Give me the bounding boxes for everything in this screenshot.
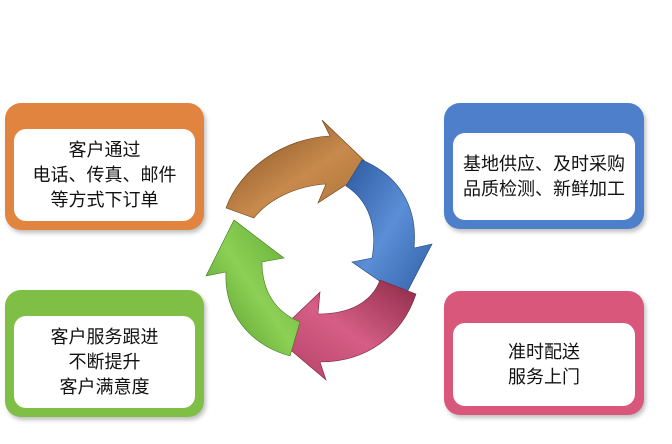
- card-service-line-2: 不断提升: [68, 351, 141, 373]
- card-order: 客户通过 电话、传真、邮件 等方式下订单: [5, 103, 204, 230]
- arrow-service-to-order: [205, 219, 301, 357]
- card-supply: 基地供应、及时采购 品质检测、新鲜加工: [444, 103, 644, 229]
- card-service-text: 客户服务跟进 不断提升 客户满意度: [14, 316, 195, 408]
- card-service-line-3: 客户满意度: [59, 376, 150, 398]
- card-delivery-line-2: 服务上门: [508, 366, 580, 388]
- card-order-text: 客户通过 电话、传真、邮件 等方式下订单: [14, 129, 195, 221]
- card-supply-line-1: 基地供应、及时采购: [463, 153, 625, 175]
- card-supply-line-2: 品质检测、新鲜加工: [463, 178, 625, 200]
- card-delivery-text: 准时配送 服务上门: [453, 323, 635, 406]
- card-service-line-1: 客户服务跟进: [50, 326, 159, 348]
- card-order-line-2: 电话、传真、邮件: [32, 164, 177, 186]
- card-service: 客户服务跟进 不断提升 客户满意度: [5, 290, 204, 417]
- arrow-supply-to-delivery: [345, 159, 433, 299]
- card-order-line-1: 客户通过: [68, 139, 141, 161]
- arrow-delivery-to-service: [273, 279, 417, 381]
- card-supply-text: 基地供应、及时采购 品质检测、新鲜加工: [453, 133, 635, 220]
- card-delivery: 准时配送 服务上门: [444, 291, 644, 415]
- card-delivery-line-1: 准时配送: [508, 341, 580, 363]
- arrow-order-to-supply: [225, 119, 373, 219]
- card-order-line-3: 等方式下订单: [50, 189, 159, 211]
